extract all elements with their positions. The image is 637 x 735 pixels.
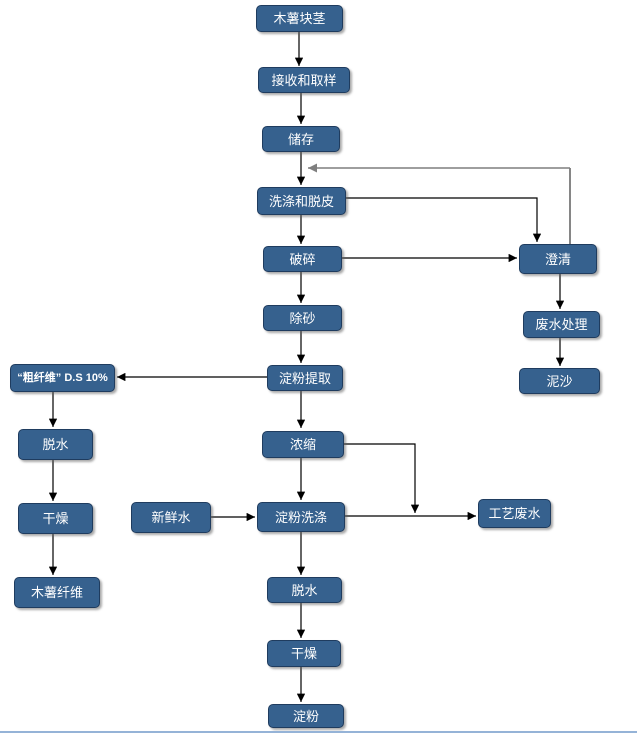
node-washing-peeling: 洗涤和脱皮 (257, 187, 346, 215)
node-wastewater-treatment: 废水处理 (523, 311, 600, 338)
node-process-wastewater: 工艺废水 (478, 499, 551, 528)
node-starch-washing: 淀粉洗涤 (257, 502, 345, 532)
node-sand-removal: 除砂 (263, 305, 342, 331)
node-drying-main: 干燥 (267, 640, 341, 667)
node-cassava-tubers: 木薯块茎 (256, 5, 343, 32)
node-sediment: 泥沙 (519, 368, 600, 394)
node-clarification: 澄清 (519, 244, 597, 274)
node-fresh-water: 新鲜水 (131, 502, 211, 533)
node-concentration: 浓缩 (262, 431, 344, 458)
node-crushing: 破碎 (263, 246, 342, 272)
edge-washing-clarification (346, 197, 542, 242)
node-drying-left: 干燥 (18, 503, 93, 534)
node-cassava-fiber: 木薯纤维 (14, 577, 100, 608)
edge-concentration-wastewater (344, 443, 420, 513)
node-dewatering-left: 脱水 (18, 429, 93, 460)
node-storage: 储存 (262, 126, 340, 152)
node-crude-fiber: “粗纤维” D.S 10% (10, 364, 115, 392)
node-starch: 淀粉 (268, 704, 344, 728)
node-receiving-sampling: 接收和取样 (258, 67, 350, 93)
node-dewatering-main: 脱水 (267, 577, 342, 603)
node-starch-extraction: 淀粉提取 (267, 365, 343, 391)
bottom-divider (0, 731, 637, 733)
